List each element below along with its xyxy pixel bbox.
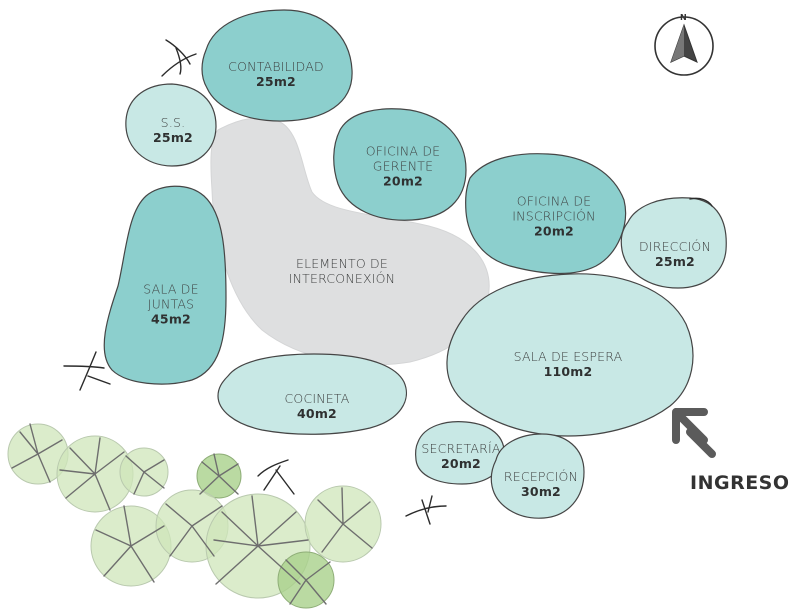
recepcion-name: RECEPCIÓN [503, 469, 579, 484]
gerente-name-line2: GERENTE [372, 158, 434, 174]
sketch-marks [63, 39, 447, 525]
sketch-mark [63, 351, 111, 391]
gerente-bubble [333, 108, 467, 221]
espera-area: 110m2 [543, 364, 593, 379]
entrance-arrow-icon [672, 408, 716, 458]
recepcion-label: RECEPCIÓN 30m2 [504, 469, 578, 499]
gerente-label: OFICINA DE GERENTE 20m2 [366, 144, 441, 189]
juntas-name-line1: SALA DE [143, 281, 199, 297]
tree-branches [11, 423, 373, 605]
sketch-mark [161, 39, 197, 77]
contabilidad-label: CONTABILIDAD 25m2 [228, 59, 324, 89]
interconexion-name-line1: ELEMENTO DE [296, 256, 388, 271]
inscripcion-label: OFICINA DE INSCRIPCIÓN 20m2 [512, 194, 595, 239]
secretaria-area: 20m2 [441, 456, 481, 471]
inscripcion-name-line1: OFICINA DE [516, 193, 592, 209]
juntas-area: 45m2 [151, 311, 191, 327]
ss-bubble [125, 83, 217, 167]
entrance-label: INGRESO [690, 472, 790, 494]
trees-group [7, 423, 382, 609]
ss-label: S.S. 25m2 [153, 115, 193, 145]
inscripcion-bubble [465, 153, 627, 275]
espera-label: SALA DE ESPERA 110m2 [514, 349, 623, 379]
cocineta-label: COCINETA 40m2 [284, 391, 349, 421]
cocineta-area: 40m2 [297, 406, 337, 421]
inscripcion-name-line2: INSCRIPCIÓN [512, 208, 596, 224]
direccion-name: DIRECCIÓN [638, 239, 712, 254]
espera-name: SALA DE ESPERA [513, 349, 623, 364]
secretaria-name: SECRETARÍA [421, 441, 501, 456]
sketch-mark [405, 495, 447, 525]
inscripcion-area: 20m2 [534, 223, 574, 239]
cocineta-name: COCINETA [284, 391, 350, 406]
juntas-bubble [103, 185, 227, 385]
contabilidad-name: CONTABILIDAD [228, 59, 324, 74]
ss-area: 25m2 [153, 130, 193, 145]
interconexion-name-line2: INTERCONEXIÓN [288, 271, 396, 286]
cocineta-bubble [217, 353, 407, 435]
juntas-name-line2: JUNTAS [147, 296, 195, 312]
contabilidad-bubble [201, 9, 353, 122]
ss-name: S.S. [160, 115, 186, 130]
direccion-bubble [620, 197, 727, 289]
north-letter: N [680, 13, 687, 22]
espera-bubble [446, 273, 694, 437]
gerente-name-line1: OFICINA DE [365, 143, 441, 159]
direccion-sketch-mark [689, 197, 713, 207]
contabilidad-area: 25m2 [256, 74, 296, 89]
sketch-mark [257, 459, 295, 495]
recepcion-area: 30m2 [521, 484, 561, 499]
direccion-label: DIRECCIÓN 25m2 [639, 239, 711, 269]
direccion-area: 25m2 [655, 254, 695, 269]
juntas-label: SALA DE JUNTAS 45m2 [143, 282, 198, 327]
secretaria-label: SECRETARÍA 20m2 [421, 441, 500, 471]
north-arrow-icon [654, 16, 714, 76]
gerente-area: 20m2 [383, 173, 423, 189]
recepcion-bubble [490, 433, 585, 519]
interconexion-label: ELEMENTO DE INTERCONEXIÓN [289, 256, 396, 286]
